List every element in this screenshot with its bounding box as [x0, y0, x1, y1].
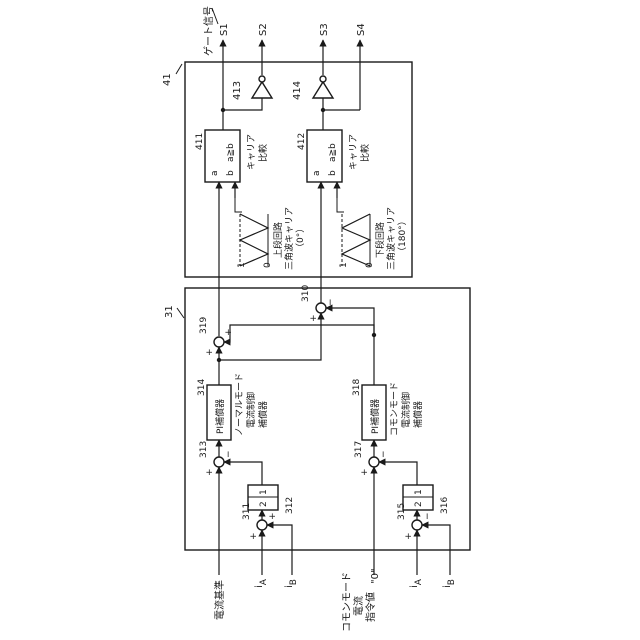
comparator-412-name2: 比較 — [359, 144, 371, 162]
pi-compensator-314-label: PI補償器 — [214, 399, 226, 434]
junction-normal — [217, 358, 221, 362]
comparator-411-cond: a≧b — [226, 143, 236, 162]
input-ref-current: 電流基準 — [213, 580, 226, 620]
comparator-411-b: b — [226, 170, 236, 176]
upper-carrier-zero: 0 — [263, 262, 273, 268]
summer-317 — [369, 457, 379, 467]
summer-315-plus: + — [404, 532, 414, 540]
pi-compensator-314-desc2: 電流制御 — [245, 392, 257, 428]
block-31-leader — [177, 308, 184, 318]
summer-315-ref: 315 — [397, 503, 407, 520]
gain-block-312-v2: 2 — [259, 501, 269, 507]
pi-compensator-318-desc1: コモンモード — [390, 382, 400, 436]
lower-carrier-line1: 下段回路 — [374, 222, 386, 258]
block-41-leader — [176, 64, 182, 74]
summer-319 — [214, 337, 224, 347]
lower-carrier-line2: 三角波キャリア — [385, 207, 397, 270]
summer-310-plus: + — [309, 314, 319, 322]
summer-317-plus: + — [360, 468, 370, 476]
summer-319-ref: 319 — [199, 317, 209, 334]
input-ia2: iA — [409, 578, 424, 588]
summer-319-plus-bottom: + — [205, 348, 215, 356]
block-41-ref: 41 — [162, 73, 173, 86]
comparator-412-a: a — [312, 170, 322, 176]
gain-block-316-ref: 316 — [440, 497, 450, 514]
s4-label: S4 — [356, 23, 367, 36]
input-zero: "0" — [370, 568, 381, 584]
input-common-cmd-line2: 電流 — [352, 596, 365, 616]
gain-block-316-v1: 1 — [414, 489, 424, 495]
pi-compensator-314-ref: 314 — [197, 379, 207, 396]
upper-carrier-line3: （0°） — [295, 224, 306, 252]
summer-315-minus: − — [423, 512, 433, 520]
gain-block-312-ref: 312 — [285, 497, 295, 514]
input-ib2: iB — [442, 579, 457, 588]
pi-compensator-318-desc3: 補償器 — [412, 401, 424, 428]
summer-310-minus: − — [326, 298, 336, 306]
comparator-411-name2: 比較 — [257, 144, 269, 162]
upper-carrier-one: 1 — [237, 262, 247, 268]
lower-carrier-one: 1 — [339, 262, 349, 268]
s1-label: S1 — [219, 23, 230, 36]
pi-compensator-314-desc3: 補償器 — [257, 401, 269, 428]
summer-317-ref: 317 — [354, 441, 364, 458]
pi-compensator-318-ref: 318 — [352, 379, 362, 396]
inverter-414-ref: 414 — [292, 81, 303, 100]
summer-319-plus-right: + — [224, 328, 234, 336]
summer-311-ref: 311 — [242, 503, 252, 520]
summer-313-minus: − — [224, 450, 234, 458]
comparator-412-name1: キャリア — [349, 134, 359, 170]
comparator-411-a: a — [210, 170, 220, 176]
inverter-413-ref: 413 — [232, 81, 243, 100]
summer-313 — [214, 457, 224, 467]
summer-313-plus: + — [205, 468, 215, 476]
s3-label: S3 — [319, 23, 330, 36]
comparator-412-cond: a≧b — [328, 143, 338, 162]
gain-block-316-v2: 2 — [414, 501, 424, 507]
summer-311-plus-right: + — [268, 512, 278, 520]
summer-311-plus-bottom: + — [249, 532, 259, 540]
input-ia1: iA — [254, 578, 269, 588]
summer-317-minus: − — [379, 450, 389, 458]
summer-310 — [316, 303, 326, 313]
lower-carrier-line3: （180°） — [397, 216, 408, 256]
summer-315 — [412, 520, 422, 530]
lower-carrier-zero: 0 — [365, 262, 375, 268]
summer-313-ref: 313 — [199, 441, 209, 458]
upper-carrier-line1: 上段回路 — [272, 222, 284, 258]
s2-label: S2 — [258, 23, 269, 36]
pi-compensator-318-label: PI補償器 — [369, 399, 381, 434]
block-31-ref: 31 — [164, 305, 175, 318]
comparator-411-ref: 411 — [195, 133, 205, 150]
comparator-412-b: b — [328, 170, 338, 176]
comparator-411-name1: キャリア — [247, 134, 257, 170]
upper-carrier-line2: 三角波キャリア — [283, 207, 295, 270]
pi-compensator-318-desc2: 電流制御 — [400, 392, 412, 428]
inverter-413-bubble — [259, 76, 265, 82]
pi-compensator-314-desc1: ノーマルモード — [235, 373, 245, 436]
inverter-414-bubble — [320, 76, 326, 82]
input-ib1: iB — [284, 579, 299, 588]
comparator-412-ref: 412 — [297, 133, 307, 150]
summer-311 — [257, 520, 267, 530]
gate-signal-label: ゲート信号 — [203, 6, 215, 56]
input-common-cmd-line1: コモンモード — [342, 572, 353, 632]
gain-block-312-v1: 1 — [259, 489, 269, 495]
summer-310-ref: 310 — [301, 285, 311, 302]
input-common-cmd-line3: 指令値 — [364, 592, 377, 622]
